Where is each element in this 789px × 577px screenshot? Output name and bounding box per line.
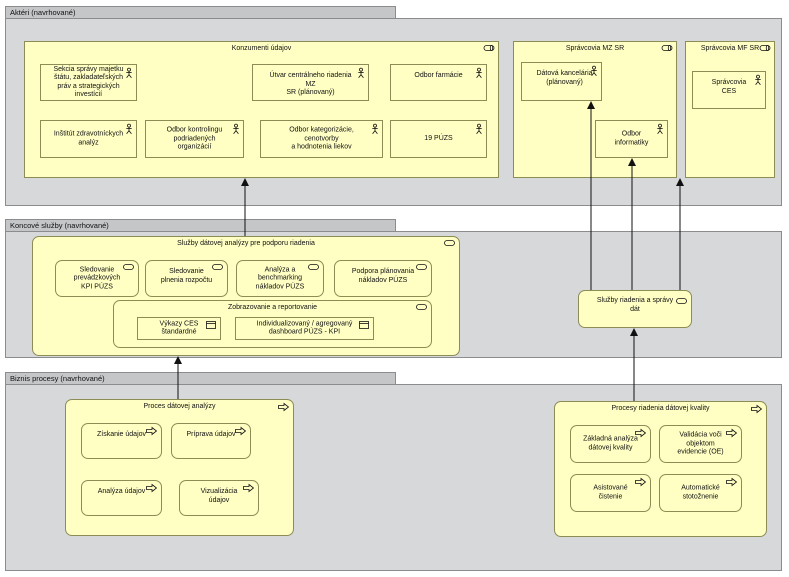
actor-odbor-informatiky[interactable]: Odbor informatiky: [595, 120, 668, 158]
actor-label: Dátová kancelária (plánovaný): [536, 70, 593, 86]
process-vizualizacia-udajov[interactable]: Vizualizácia údajov: [179, 480, 259, 516]
actor-icon: [657, 123, 663, 135]
process-arrow-icon: [278, 402, 290, 412]
process-validacia-oe[interactable]: Validácia voči objektom evidencie (OE): [659, 425, 742, 463]
mf-admins-container[interactable]: Správcovia MF SR: [685, 41, 775, 178]
actor-odbor-kategorizacie[interactable]: Odbor kategorizácie, cenotvorby a hodnot…: [260, 120, 383, 158]
process-analyza-udajov[interactable]: Analýza údajov: [81, 480, 162, 516]
process-arrow-icon: [726, 428, 738, 438]
mf-admins-title: Správcovia MF SR: [700, 45, 760, 52]
report-dashboard-kpi[interactable]: Individualizovaný / agregovaný dashboard…: [235, 317, 374, 340]
service-label: Podpora plánovania nákladov PÚZS: [351, 268, 415, 284]
role-icon: [759, 45, 771, 51]
actor-utvar-centralneho-riadenia[interactable]: Útvar centrálneho riadenia MZ SR (plánov…: [252, 64, 369, 101]
actor-institut-zdravotnickych-analyz[interactable]: Inštitút zdravotníckych analýz: [40, 120, 137, 158]
process-arrow-icon: [146, 426, 158, 436]
service-podpora-planovania[interactable]: Podpora plánovania nákladov PÚZS: [334, 260, 432, 297]
role-icon: [483, 45, 495, 51]
service-sledovanie-rozpoctu[interactable]: Sledovanie plnenia rozpočtu: [145, 260, 228, 297]
process-label: Príprava údajov: [186, 431, 236, 438]
service-icon: [444, 240, 455, 246]
quality-process[interactable]: Procesy riadenia dátovej kvality: [554, 401, 767, 537]
service-label: Sledovanie prevádzkových KPI PÚZS: [73, 265, 121, 290]
process-ziskanie-udajov[interactable]: Získanie údajov: [81, 423, 162, 459]
process-arrow-icon: [146, 483, 158, 493]
service-sledovanie-kpi[interactable]: Sledovanie prevádzkových KPI PÚZS: [55, 260, 139, 297]
actor-label: Odbor farmácie: [414, 72, 463, 79]
process-automaticke-stotoznenie[interactable]: Automatické stotožnenie: [659, 474, 742, 512]
service-icon: [308, 264, 319, 270]
process-label: Analýza údajov: [97, 488, 146, 495]
report-label: Individualizovaný / agregovaný dashboard…: [256, 320, 353, 336]
process-arrow-icon: [635, 477, 647, 487]
process-label: Asistované čistenie: [593, 484, 628, 501]
actor-icon: [233, 123, 239, 135]
process-label: Získanie údajov: [96, 431, 147, 438]
actor-spravcovia-ces[interactable]: Správcovia CES: [692, 71, 766, 109]
report-label: Výkazy CES štandardné: [159, 320, 199, 336]
service-analyza-benchmarking[interactable]: Analýza a benchmarking nákladov PÚZS: [236, 260, 324, 297]
service-icon: [676, 298, 687, 304]
actor-icon: [755, 74, 761, 86]
service-icon: [416, 304, 427, 310]
actor-label: Odbor informatiky: [614, 130, 649, 147]
actor-label: Odbor kontrolingu podriadených organizác…: [166, 126, 223, 151]
process-arrow-icon: [635, 428, 647, 438]
actor-label: Útvar centrálneho riadenia MZ SR (plánov…: [269, 72, 352, 96]
actor-icon: [476, 67, 482, 79]
report-vykazy-ces[interactable]: Výkazy CES štandardné: [137, 317, 221, 340]
actor-icon: [358, 67, 364, 79]
process-arrow-icon: [235, 426, 247, 436]
actor-19-puzs[interactable]: 19 PÚZS: [390, 120, 487, 158]
actor-sekcia-spravy-majetku[interactable]: Sekcia správy majetku štátu, zakladateľs…: [40, 64, 137, 101]
quality-process-title: Procesy riadenia dátovej kvality: [611, 405, 710, 412]
process-label: Základná analýza dátovej kvality: [583, 435, 638, 452]
process-label: Validácia voči objektom evidencie (OE): [677, 431, 724, 456]
reporting-title: Zobrazovanie a reportovanie: [227, 304, 318, 311]
analytics-services-title: Služby dátovej analýzy pre podporu riade…: [177, 240, 315, 247]
actor-icon: [476, 123, 482, 135]
actor-icon: [372, 123, 378, 135]
process-arrow-icon: [726, 477, 738, 487]
consumers-title: Konzumenti údajov: [231, 45, 292, 52]
service-label: Analýza a benchmarking nákladov PÚZS: [255, 265, 305, 290]
process-asistovane-cistenie[interactable]: Asistované čistenie: [570, 474, 651, 512]
actor-odbor-kontrolingu[interactable]: Odbor kontrolingu podriadených organizác…: [145, 120, 244, 158]
data-management-service[interactable]: Služby riadenia a správy dát: [578, 290, 692, 328]
service-icon: [416, 264, 427, 270]
actor-label: Správcovia CES: [711, 79, 747, 95]
service-icon: [212, 264, 223, 270]
actor-label: Odbor kategorizácie, cenotvorby a hodnot…: [289, 126, 354, 151]
mz-admins-title: Správcovia MZ SR: [565, 45, 625, 52]
process-zakladna-analyza[interactable]: Základná analýza dátovej kvality: [570, 425, 651, 463]
actor-label: 19 PÚZS: [424, 134, 453, 142]
process-arrow-icon: [751, 404, 763, 414]
actor-label: Sekcia správy majetku štátu, zakladateľs…: [53, 65, 124, 99]
process-label: Automatické stotožnenie: [681, 484, 720, 501]
actor-icon: [591, 65, 597, 77]
process-arrow-icon: [243, 483, 255, 493]
role-icon: [661, 45, 673, 51]
actor-icon: [126, 67, 132, 79]
representation-icon: [206, 321, 216, 329]
service-label: Sledovanie plnenia rozpočtu: [160, 268, 213, 284]
actor-label: Inštitút zdravotníckych analýz: [53, 130, 124, 147]
process-priprava-udajov[interactable]: Príprava údajov: [171, 423, 251, 459]
actor-icon: [126, 123, 132, 135]
actor-datova-kancelaria[interactable]: Dátová kancelária (plánovaný): [521, 62, 602, 101]
actor-odbor-farmacie[interactable]: Odbor farmácie: [390, 64, 487, 101]
analysis-process-title: Proces dátovej analýzy: [143, 403, 216, 410]
data-management-title: Služby riadenia a správy dát: [596, 297, 674, 313]
representation-icon: [359, 321, 369, 329]
process-label: Vizualizácia údajov: [200, 488, 238, 504]
service-icon: [123, 264, 134, 270]
